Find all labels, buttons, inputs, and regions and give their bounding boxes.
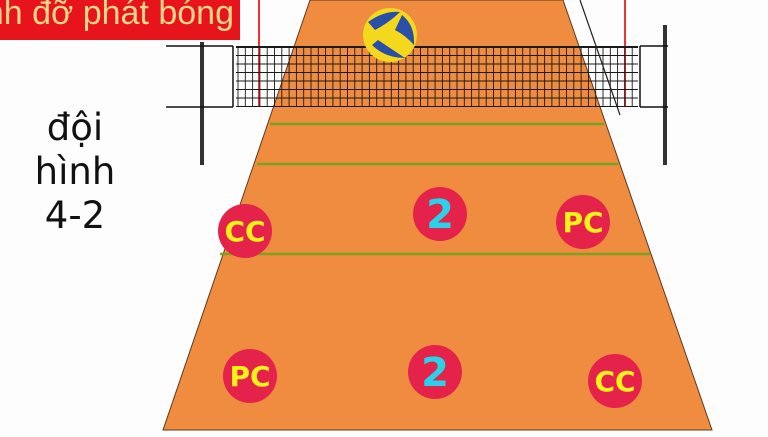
player-marker	[413, 187, 467, 241]
arrow	[579, 0, 621, 116]
player-label: PC	[562, 206, 603, 239]
player-marker	[556, 195, 610, 249]
player-5: 2	[408, 345, 462, 399]
player-6: CC	[588, 354, 642, 408]
player-marker	[588, 354, 642, 408]
formation-line-1: đội	[46, 106, 104, 149]
banner-text: i hình đỡ phát bóng	[0, 0, 234, 32]
player-marker	[218, 204, 272, 258]
player-label: CC	[224, 215, 265, 248]
player-4: PC	[223, 349, 277, 403]
player-label: 2	[421, 350, 449, 396]
title-banner: i hình đỡ phát bóng	[0, 0, 240, 40]
net	[236, 46, 638, 107]
formation-label: đội hình 4-2	[20, 106, 130, 238]
player-3: PC	[556, 195, 610, 249]
player-marker	[223, 349, 277, 403]
player-marker	[408, 345, 462, 399]
volleyball-icon	[363, 8, 417, 62]
formation-line-2: hình	[34, 150, 116, 193]
player-2: 2	[413, 187, 467, 241]
player-label: 2	[426, 192, 454, 238]
player-label: CC	[594, 365, 635, 398]
formation-line-3: 4-2	[44, 194, 106, 237]
player-label: PC	[229, 360, 270, 393]
court-lines	[220, 122, 650, 256]
player-1: CC	[218, 204, 272, 258]
